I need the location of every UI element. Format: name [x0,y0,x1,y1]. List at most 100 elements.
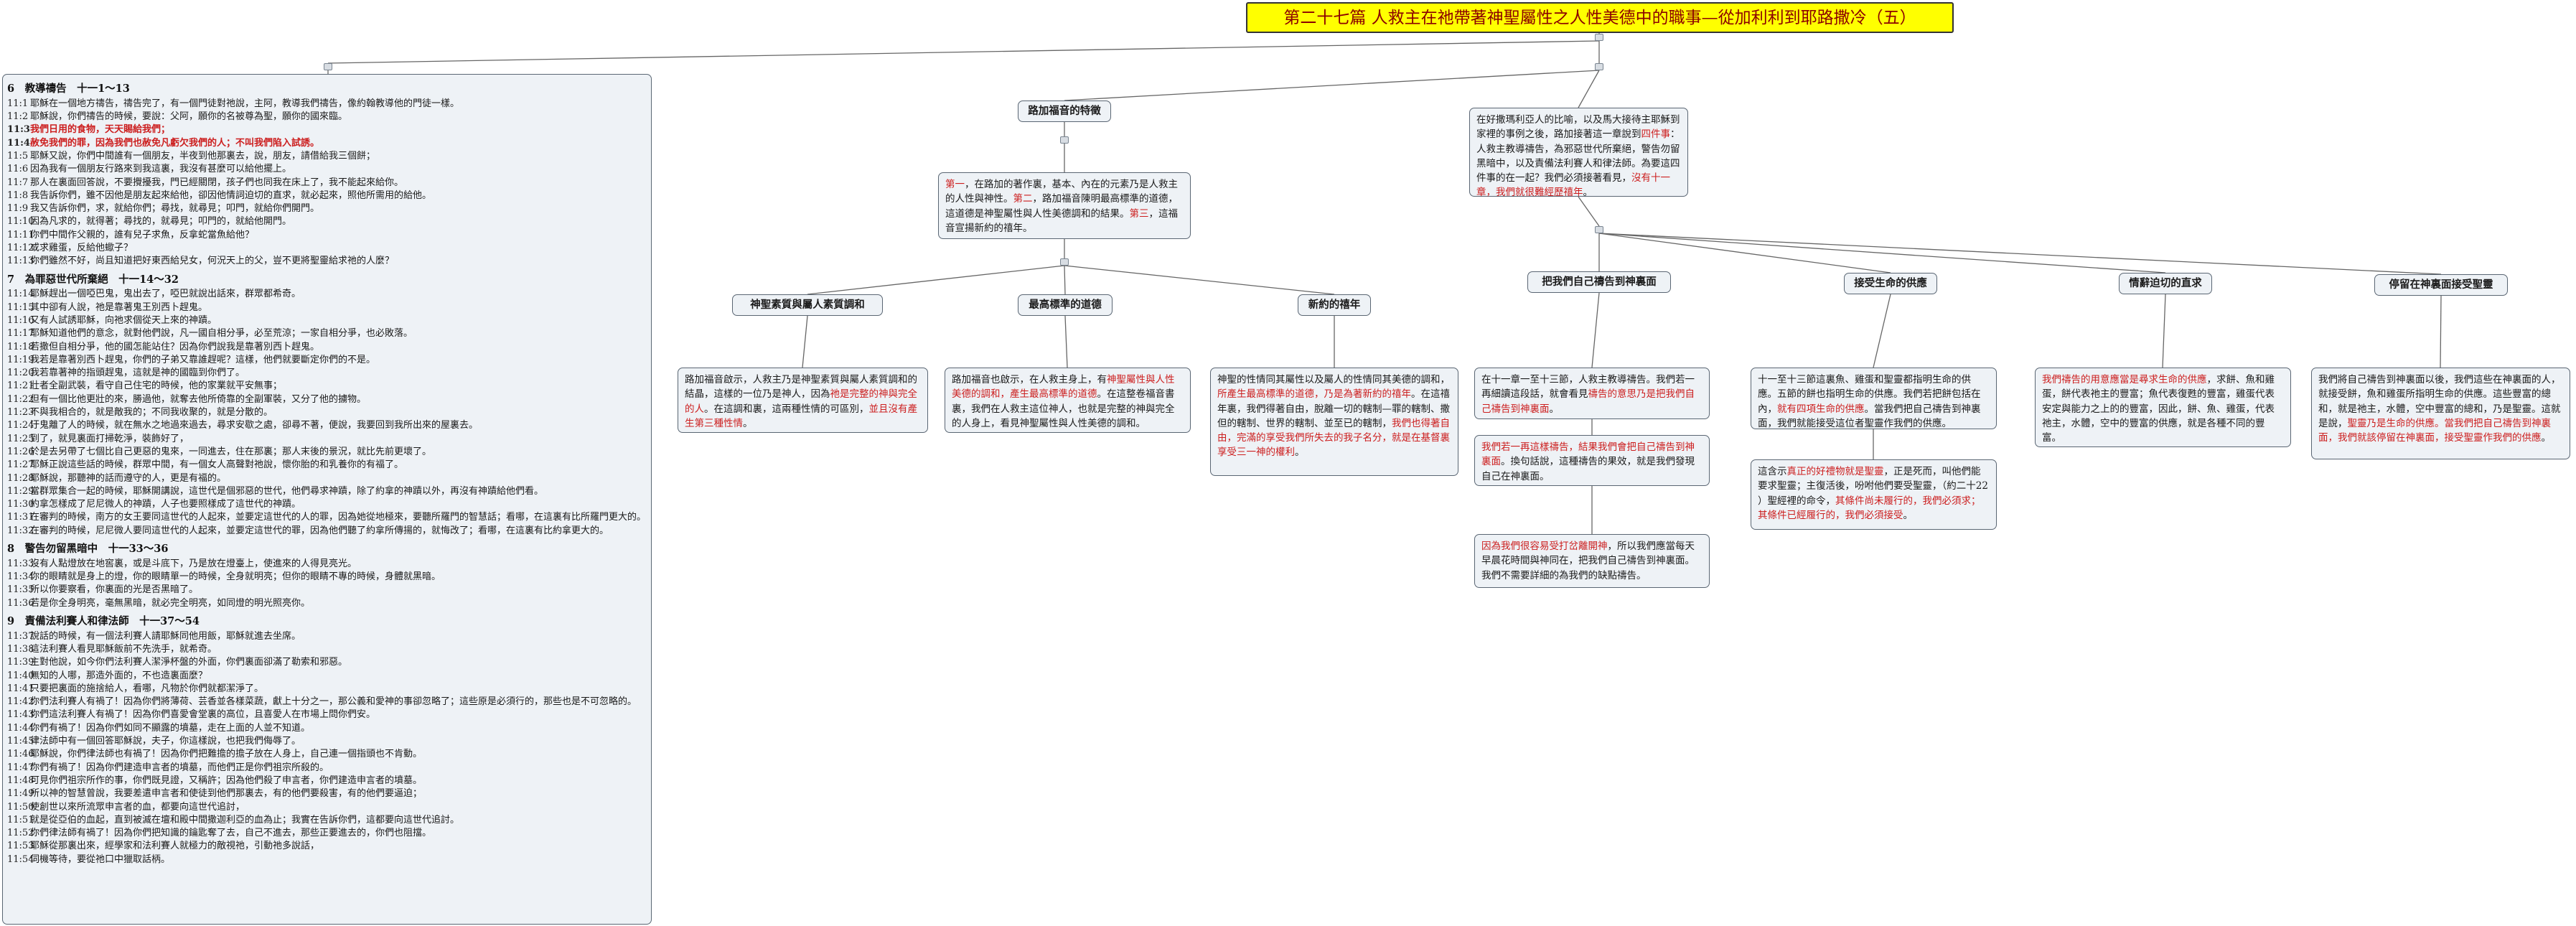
branch-pray-into-god-text3: 因為我們很容易受打岔離開神，所以我們應當每天早晨花時間與神同在，把我們自己禱告到… [1474,534,1710,588]
text-segment: 神聖屬性與人性美德的調和，產生最高標準的道德 [952,374,1175,401]
connector-line [2162,294,2166,368]
text-segment: 路加福音也啟示，在人救主身上，有 [952,374,1107,385]
verse-text: 到了，就見裏面打掃乾淨，裝飾好了， [30,433,189,444]
verse-number: 11:7 [7,177,29,188]
verse-number: 11:33 [7,558,34,569]
verse-number: 11:35 [7,584,34,596]
verse-line: 11:29當群眾集合一起的時候，耶穌開講說，這世代是個邪惡的世代，他們尋求神蹟，… [7,485,647,498]
verse-text: 我若是靠著別西卜趕鬼，你們的子弟又靠誰趕呢？這樣，他們就要斷定你們的不是。 [30,354,376,365]
verse-line: 11:42你們法利賽人有禍了！因為你們將薄荷、芸香並各樣菜蔬，獻上十分之一，那公… [7,696,647,708]
connector-line [2440,295,2442,368]
connector-line [327,40,1600,64]
verse-text: 所以你要察看，你裏面的光是否黑暗了。 [30,584,199,596]
verse-line: 11:21壯者全副武裝，看守自己住宅的時候，他的家業就平安無事； [7,380,647,393]
verse-line: 11:40無知的人哪，那造外面的，不也造裏面麼？ [7,670,647,683]
verse-text: 你們中間作父親的，誰有兒子求魚，反拿蛇當魚給他？ [30,229,255,240]
left-collapse-toggle[interactable] [324,63,332,70]
verse-text: 使創世以來所流眾申言者的血，都要向這世代追討， [30,801,245,813]
verse-text: 不與我相合的，就是敵我的；不同我收聚的，就是分散的。 [30,407,273,418]
verse-line: 11:49所以神的智慧曾說，我要差遣申言者和使徒到他們那裏去，有的他們要殺害，有… [7,787,647,800]
text-segment: 。 [1583,187,1593,199]
text-segment: 這含示 [1758,466,1787,477]
verse-number: 11:44 [7,722,34,734]
branch-urgent-asking-label: 情辭迫切的直求 [2119,273,2212,294]
text-segment: 。 [1903,509,1914,521]
verse-number: 11:50 [7,801,34,813]
connector-line [1591,292,1600,368]
verse-line: 11:37說話的時候，有一個法利賽人請耶穌同他用飯，耶穌就進去坐席。 [7,630,647,643]
branch-receive-spirit-label: 停留在神裏面接受聖靈 [2374,274,2508,296]
verse-number: 11:27 [7,459,34,471]
verse-text: 你們有禍了！因為你們建造申言者的墳墓，而他們正是你們祖宗所殺的。 [30,762,329,773]
verse-line: 11:28耶穌說，那聽神的話而遵守的人，更是有福的。 [7,472,647,485]
connector-line [1598,233,2442,275]
verse-line: 11:38這法利賽人看見耶穌飯前不先洗手，就希奇。 [7,643,647,656]
verse-text: 律法師中有一個回答耶穌說，夫子，你這樣說，也把我們侮辱了。 [30,736,301,747]
connector-line [1598,233,2166,273]
verse-text: 你們有禍了！因為你們如同不顯露的墳墓，走在上面的人並不知道。 [30,722,311,734]
right-collapse-toggle[interactable] [1595,63,1603,70]
verse-number: 11:5 [7,150,29,162]
verse-line: 11:36若是你全身明亮，毫無黑暗，就必完全明亮，如同燈的明光照亮你。 [7,597,647,610]
text-segment: 四件事 [1641,128,1671,141]
text-segment: 因為我們很容易受打岔離開神 [1481,541,1608,552]
verse-text: 其中卻有人說，祂是靠著鬼王別西卜趕鬼。 [30,301,208,313]
verse-line: 11:41只要把裏面的施捨給人，看哪，凡物於你們就都潔淨了。 [7,683,647,696]
text-segment: 。換句話說，這種禱告的果效，就是我們發現自己在神裏面。 [1481,456,1695,482]
verse-text: 就是從亞伯的血起，直到被滅在壇和殿中間撒迦利亞的血為止；我實在告訴你們，這都要向… [30,814,460,826]
page-title: 第二十七篇 人救主在祂帶著神聖屬性之人性美德中的職事—從加利利到耶路撒冷（五） [1246,2,1954,33]
verse-text: 無知的人哪，那造外面的，不也造裏面麼？ [30,670,208,681]
scripture-section-heading: 9 責備法利賽人和律法師 十一37～54 [7,614,200,627]
verse-number: 11:1 [7,98,29,109]
verse-number: 11:41 [7,683,34,694]
verse-text: 因為凡求的，就得著；尋找的，就尋見；叩門的，就給他開門。 [30,216,292,228]
verse-number: 11:46 [7,749,34,760]
verse-text: 耶穌知道他們的意念，就對他們說，凡一國自相分爭，必至荒涼；一家自相分爭，也必敗落… [30,328,413,340]
verse-line: 11:54伺機等待，要從祂口中獵取話柄。 [7,853,647,866]
text-segment: ，所以我們應當每天早晨花時間與神同在，把我們自己禱告到神裏面。我們不需要詳細的為… [1481,541,1695,581]
text-segment: 我們將自己禱告到神裏面以後，我們這些在神裏面的人，就接受餅，魚和雞蛋所指明生命的… [2318,374,2561,429]
verse-number: 11:45 [7,736,34,747]
verse-number: 11:16 [7,314,34,326]
verse-text: 或求雞蛋，反給他蠍子？ [30,243,134,254]
verse-number: 11:29 [7,485,34,497]
verse-text: 耶穌趕出一個啞巴鬼，鬼出去了，啞巴就說出話來，群眾都希奇。 [30,289,301,300]
text-segment: 所產生最高標準的道德，乃是為著新約的禧年 [1217,388,1411,401]
verse-text: 只要把裏面的施捨給人，看哪，凡物於你們就都潔淨了。 [30,683,264,694]
verse-line: 11:3我們日用的食物，天天賜給我們； [7,123,647,136]
gospel-features-text: 第一，在路加的著作裏，基本、內在的元素乃是人救主的人性與神性。第二，路加福音陳明… [938,172,1191,239]
verse-number: 11:12 [7,243,34,254]
scripture-section-heading: 8 警告勿留黑暗中 十一33～36 [7,543,169,555]
verse-number: 11:54 [7,853,34,865]
connector-line [807,265,1065,295]
verse-text: 所以神的智慧曾說，我要差遣申言者和使徒到他們那裏去，有的他們要殺害，有的他們要逼… [30,788,423,800]
verse-number: 11:21 [7,380,34,392]
text-segment: 第三 [1129,207,1149,220]
verse-line: 11:19我若是靠著別西卜趕鬼，你們的子弟又靠誰趕呢？這樣，他們就要斷定你們的不… [7,354,647,367]
feature-divine-human-label: 神聖素質與屬人素質調和 [732,294,883,316]
text-segment: ，正是死而，叫他們能要求聖靈；主復活後，吩咐他們要受聖靈，（約二十22 ）聖經裡… [1758,466,1988,507]
verse-text: 你們雖然不好，尚且知道把好東西給兒女，何況天上的父，豈不更將聖靈給求祂的人麼？ [30,256,395,267]
intro-subtree-toggle[interactable] [1595,226,1603,233]
verse-line: 11:24汙鬼離了人的時候，就在無水之地過來過去，尋求安歇之處，卻尋不著，便說，… [7,419,647,432]
branch-pray-into-god-label: 把我們自己禱告到神裏面 [1527,271,1671,293]
text-segment: 。在這調和裏，這兩種性情的可區別， [704,403,869,415]
verse-line: 11:15其中卻有人說，祂是靠著鬼王別西卜趕鬼。 [7,301,647,314]
verse-line: 11:45律法師中有一個回答耶穌說，夫子，你這樣說，也把我們侮辱了。 [7,735,647,748]
connector-line [1578,196,1600,227]
verse-line: 11:43你們這法利賽人有禍了！因為你們喜愛會堂裏的高位，且喜愛人在市場上問你們… [7,708,647,721]
gospel-collapse-toggle[interactable] [1060,136,1069,144]
verse-number: 11:10 [7,216,34,228]
root-collapse-toggle[interactable] [1595,34,1603,41]
verse-number: 11:25 [7,433,34,444]
verse-text: 壯者全副武裝，看守自己住宅的時候，他的家業就平安無事； [30,380,283,392]
gospel-subtree-toggle[interactable] [1060,258,1069,266]
verse-number: 11:19 [7,354,34,365]
text-segment: 路加福音啟示，人救主乃是神聖素質與屬人素質調和的結晶，這樣的一位乃是神人，因為 [685,374,917,401]
feature-morality-label: 最高標準的道德 [1018,294,1113,316]
